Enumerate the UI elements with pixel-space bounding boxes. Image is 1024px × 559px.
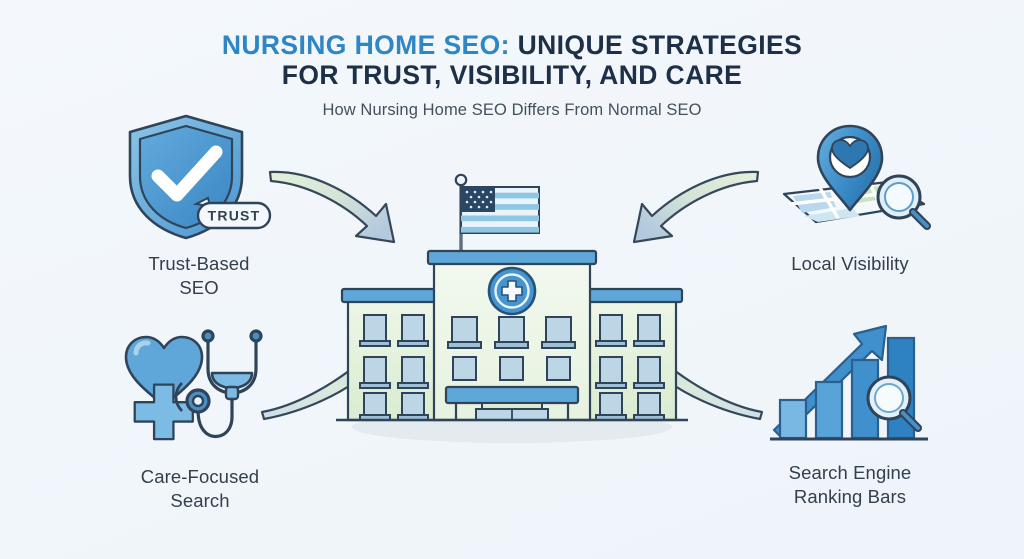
- medical-cross-icon: [133, 383, 194, 441]
- stethoscope-icon: [174, 329, 263, 439]
- header: NURSING HOME SEO: UNIQUE STRATEGIES FOR …: [0, 30, 1024, 120]
- trust-badge-text: TRUST: [208, 208, 261, 224]
- node-trust-based-seo: TRUST Trust-Based SEO: [118, 112, 280, 300]
- bar-1: [778, 398, 808, 440]
- medical-cross-emblem: [487, 266, 537, 316]
- care-icons-group: [112, 325, 288, 455]
- arrow-trust-to-building: [268, 160, 408, 260]
- arrow-local-to-building: [620, 160, 760, 260]
- node-local-visibility: Local Visibility: [760, 112, 940, 276]
- page-title-line2: FOR TRUST, VISIBILITY, AND CARE: [281, 60, 743, 90]
- node-local-label: Local Visibility: [791, 253, 909, 274]
- map-pin-icon: [760, 112, 940, 242]
- page-subtitle: How Nursing Home SEO Differs From Normal…: [322, 101, 702, 119]
- heart-icon: [124, 335, 204, 407]
- node-ranking-label: Search Engine Ranking Bars: [788, 462, 912, 507]
- node-care-label: Care-Focused Search: [140, 466, 260, 511]
- node-trust-label: Trust-Based SEO: [148, 253, 250, 298]
- nursing-home-building: [330, 165, 694, 445]
- bar-2: [814, 380, 844, 440]
- magnifier-icon: [866, 375, 922, 432]
- trust-badge: TRUST: [192, 196, 272, 230]
- heart-in-pin-icon: [831, 139, 869, 169]
- bar-chart-icon: [758, 318, 942, 453]
- magnifier-icon: [876, 174, 931, 230]
- node-search-ranking-bars: Search Engine Ranking Bars: [758, 318, 942, 509]
- shield-trust-icon: TRUST: [118, 112, 280, 242]
- page-title: NURSING HOME SEO: UNIQUE STRATEGIES: [0, 30, 1024, 60]
- us-flag: [460, 186, 540, 234]
- node-care-focused-search: Care-Focused Search: [112, 325, 288, 513]
- title-rest-text: UNIQUE STRATEGIES: [509, 30, 803, 60]
- title-accent-text: NURSING HOME SEO:: [221, 30, 510, 60]
